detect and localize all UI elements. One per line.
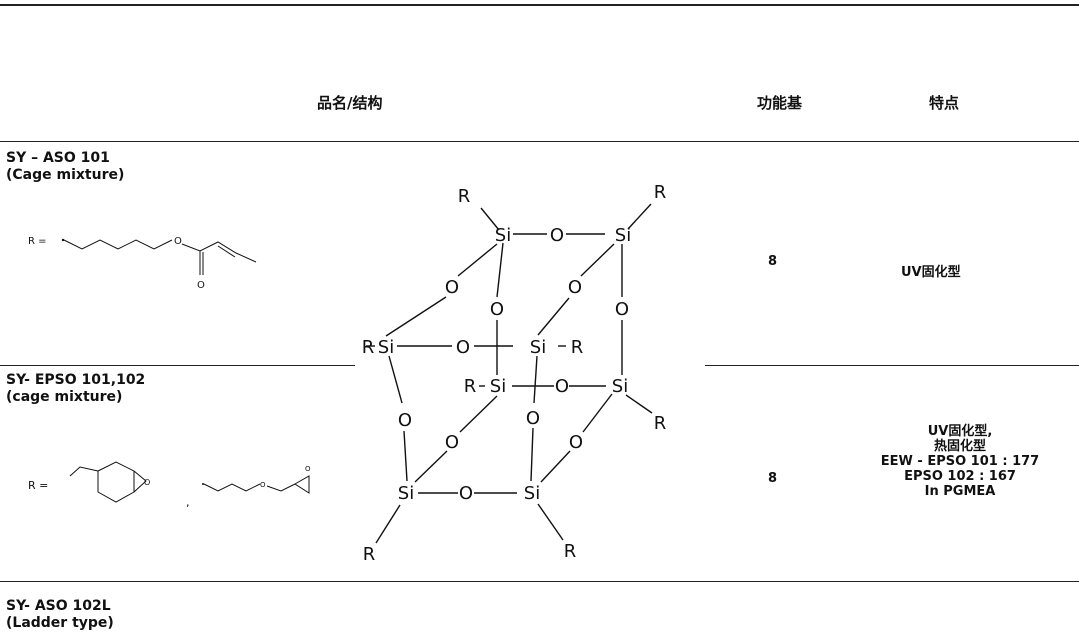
cage-si-3: Si: [378, 337, 394, 358]
header-bottom-border: [0, 141, 1079, 142]
cage-o-8: O: [398, 410, 412, 431]
poss-cage-structure: Si Si Si Si Si Si Si Si O O O O O O O O …: [362, 182, 667, 565]
header-functional-group: 功能基: [757, 94, 803, 112]
row3-name-line1: SY- ASO 102L: [6, 598, 111, 614]
cage-si-1: Si: [495, 225, 511, 246]
row1-product-name: SY – ASO 101 (Cage mixture): [6, 150, 124, 184]
row2-name-line2: (cage mixture): [6, 389, 123, 405]
cage-o-4: O: [568, 277, 582, 298]
row3-product-name: SY- ASO 102L (Ladder type): [6, 598, 114, 632]
row2-epoxy-o3: O: [305, 465, 311, 473]
cage-o-6: O: [456, 337, 470, 358]
cage-r-7: R: [363, 544, 376, 565]
row1-name-line2: (Cage mixture): [6, 167, 125, 183]
cage-r-2: R: [654, 182, 667, 203]
cage-o-7: O: [555, 376, 569, 397]
cage-o-11: O: [569, 432, 583, 453]
row1-functional-group: 8: [768, 254, 778, 269]
cage-r-3: R: [362, 337, 375, 358]
cage-o-12: O: [459, 483, 473, 504]
cage-o-9: O: [526, 408, 540, 429]
row2-r-label: R =: [28, 479, 48, 492]
row2-feature-line3: EEW - EPSO 101 : 177: [880, 454, 1040, 469]
cage-o-3: O: [490, 299, 504, 320]
cage-o-10: O: [445, 432, 459, 453]
row2-product-name: SY- EPSO 101,102 (cage mixture): [6, 372, 145, 406]
cage-o-2: O: [445, 277, 459, 298]
row2-bottom-border: [0, 581, 1079, 582]
row2-epoxy-o2: O: [260, 481, 266, 489]
row1-r-group-structure: R = O O: [28, 236, 257, 291]
row1-r-label: R =: [28, 236, 47, 247]
header-name-structure: 品名/结构: [317, 94, 383, 112]
row2-feature-line4: EPSO 102 : 167: [904, 469, 1016, 484]
cage-si-7: Si: [398, 483, 414, 504]
row1-feature: UV固化型: [901, 265, 961, 280]
row3-name-line2: (Ladder type): [6, 615, 114, 631]
row2-r-group-structures: R = O , O O: [28, 461, 311, 509]
row2-functional-group: 8: [768, 471, 778, 486]
cage-r-8: R: [564, 541, 577, 562]
row2-feature-line2: 热固化型: [933, 439, 986, 454]
row2-feature-line1: UV固化型,: [927, 424, 993, 439]
cage-o-1: O: [550, 225, 564, 246]
row1-bottom-border-right: [705, 365, 1079, 366]
cage-r-6: R: [654, 413, 667, 434]
cage-si-6: Si: [612, 376, 628, 397]
cage-si-4: Si: [530, 337, 546, 358]
row1-name-line1: SY – ASO 101: [6, 150, 110, 166]
row2-feature-line5: In PGMEA: [924, 484, 996, 499]
cage-o-5: O: [615, 299, 629, 320]
cage-si-5: Si: [490, 376, 506, 397]
row2-feature: UV固化型, 热固化型 EEW - EPSO 101 : 177 EPSO 10…: [845, 424, 1075, 499]
row2-name-line1: SY- EPSO 101,102: [6, 372, 146, 388]
row2-comma: ,: [186, 496, 190, 509]
cage-r-5: R: [464, 376, 477, 397]
cage-r-4: R: [571, 337, 584, 358]
cage-r-1: R: [458, 186, 471, 207]
table-top-border: [0, 4, 1079, 6]
cage-si-8: Si: [524, 483, 540, 504]
cage-si-2: Si: [615, 225, 631, 246]
header-feature: 特点: [929, 94, 960, 112]
row1-bottom-border-left: [0, 365, 355, 366]
row1-ester-o: O: [174, 236, 182, 247]
row2-epoxy-o1: O: [144, 478, 150, 487]
row1-carbonyl-o: O: [197, 280, 205, 291]
